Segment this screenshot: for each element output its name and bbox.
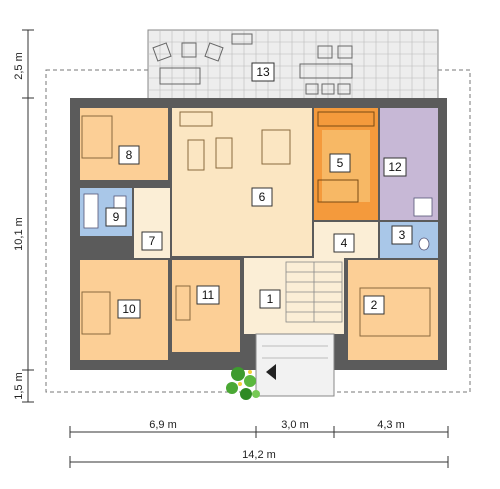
dim-left-middle: 10,1 m xyxy=(13,217,25,251)
kitchen-fixtures xyxy=(317,111,375,203)
dim-left-top: 2,5 m xyxy=(13,52,25,80)
bathroom-fixtures xyxy=(83,193,433,251)
room-labels: 8 9 7 6 5 12 3 4 10 11 1 2 13 xyxy=(105,62,413,319)
room-label-1: 1 xyxy=(267,292,274,306)
terrace xyxy=(147,29,439,103)
room-fill-2 xyxy=(348,260,438,360)
dim-bottom-c: 4,3 m xyxy=(377,419,405,431)
room-label-8: 8 xyxy=(126,148,133,162)
room-label-6: 6 xyxy=(259,190,266,204)
dim-total: 14,2 m xyxy=(242,449,276,461)
room-label-2: 2 xyxy=(371,298,378,312)
room-fill-11 xyxy=(172,260,240,352)
room-fill-1 xyxy=(244,258,344,334)
bottom-dimensions xyxy=(69,426,449,468)
dim-bottom-a: 6,9 m xyxy=(149,419,177,431)
plants xyxy=(226,367,260,400)
stairs xyxy=(285,261,343,323)
room-label-3: 3 xyxy=(399,228,406,242)
room-label-13: 13 xyxy=(256,65,270,79)
room-label-12: 12 xyxy=(388,160,402,174)
room-label-10: 10 xyxy=(122,302,136,316)
entrance xyxy=(255,333,335,397)
left-dimensions xyxy=(22,29,34,403)
room-label-9: 9 xyxy=(113,210,120,224)
room-label-7: 7 xyxy=(149,234,156,248)
room-fill-6 xyxy=(172,108,312,256)
room-label-4: 4 xyxy=(341,236,348,250)
room-label-11: 11 xyxy=(202,288,215,302)
room-label-5: 5 xyxy=(337,156,344,170)
room-fill-8 xyxy=(80,108,168,180)
dim-bottom-b: 3,0 m xyxy=(281,419,309,431)
furniture xyxy=(81,111,431,337)
dim-left-bottom: 1,5 m xyxy=(13,372,25,400)
